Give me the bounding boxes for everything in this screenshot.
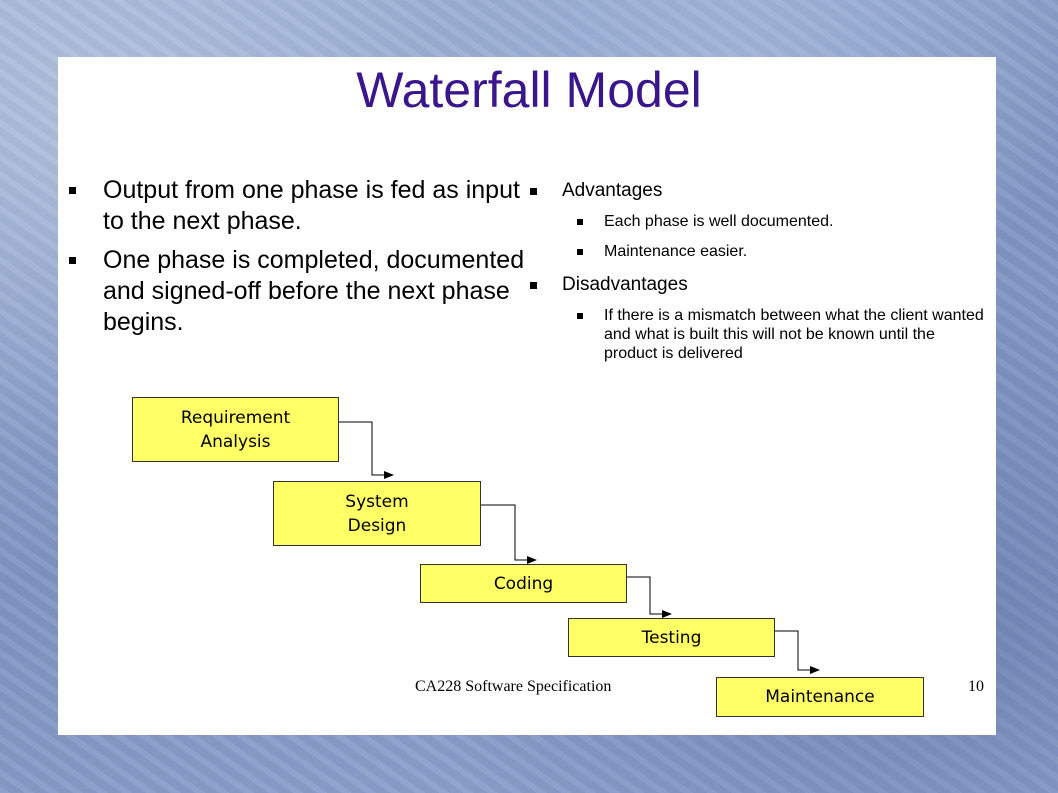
footer-course: CA228 Software Specification: [415, 678, 612, 695]
phase-box-maintenance: Maintenance: [716, 677, 924, 717]
advantage-item: Maintenance easier.: [526, 242, 984, 261]
slide-title: Waterfall Model: [356, 62, 702, 118]
square-bullet-icon: [530, 282, 537, 289]
phase-box-testing: Testing: [568, 618, 775, 657]
square-bullet-icon: [577, 313, 583, 319]
footer-page-number: 10: [968, 678, 984, 695]
slide-content-area: [58, 57, 996, 735]
square-bullet-icon: [577, 249, 583, 255]
phase-box-system-design: System Design: [273, 481, 481, 546]
disadvantage-item: If there is a mismatch between what the …: [526, 306, 984, 363]
disadvantages-heading-text: Disadvantages: [562, 274, 688, 295]
disadvantage-text: If there is a mismatch between what the …: [604, 307, 984, 362]
phase-box-coding: Coding: [420, 564, 627, 603]
bullet-text: Output from one phase is fed as input to…: [103, 176, 520, 235]
bullet-item: One phase is completed, documented and s…: [66, 245, 536, 338]
advantages-heading-text: Advantages: [562, 180, 663, 201]
square-bullet-icon: [530, 188, 537, 195]
advantages-heading: Advantages: [526, 178, 996, 204]
advantage-text: Each phase is well documented.: [604, 213, 834, 230]
disadvantages-heading: Disadvantages: [526, 272, 996, 298]
main-bullet-list: Output from one phase is fed as input to…: [66, 175, 536, 346]
bullet-text: One phase is completed, documented and s…: [103, 246, 525, 336]
bullet-item: Output from one phase is fed as input to…: [66, 175, 536, 237]
advantage-item: Each phase is well documented.: [526, 212, 984, 231]
square-bullet-icon: [577, 219, 583, 225]
square-bullet-icon: [69, 257, 76, 264]
phase-box-requirement-analysis: Requirement Analysis: [132, 397, 339, 462]
square-bullet-icon: [69, 187, 76, 194]
advantage-text: Maintenance easier.: [604, 243, 748, 260]
pros-cons-list: Advantages Each phase is well documented…: [526, 178, 996, 374]
